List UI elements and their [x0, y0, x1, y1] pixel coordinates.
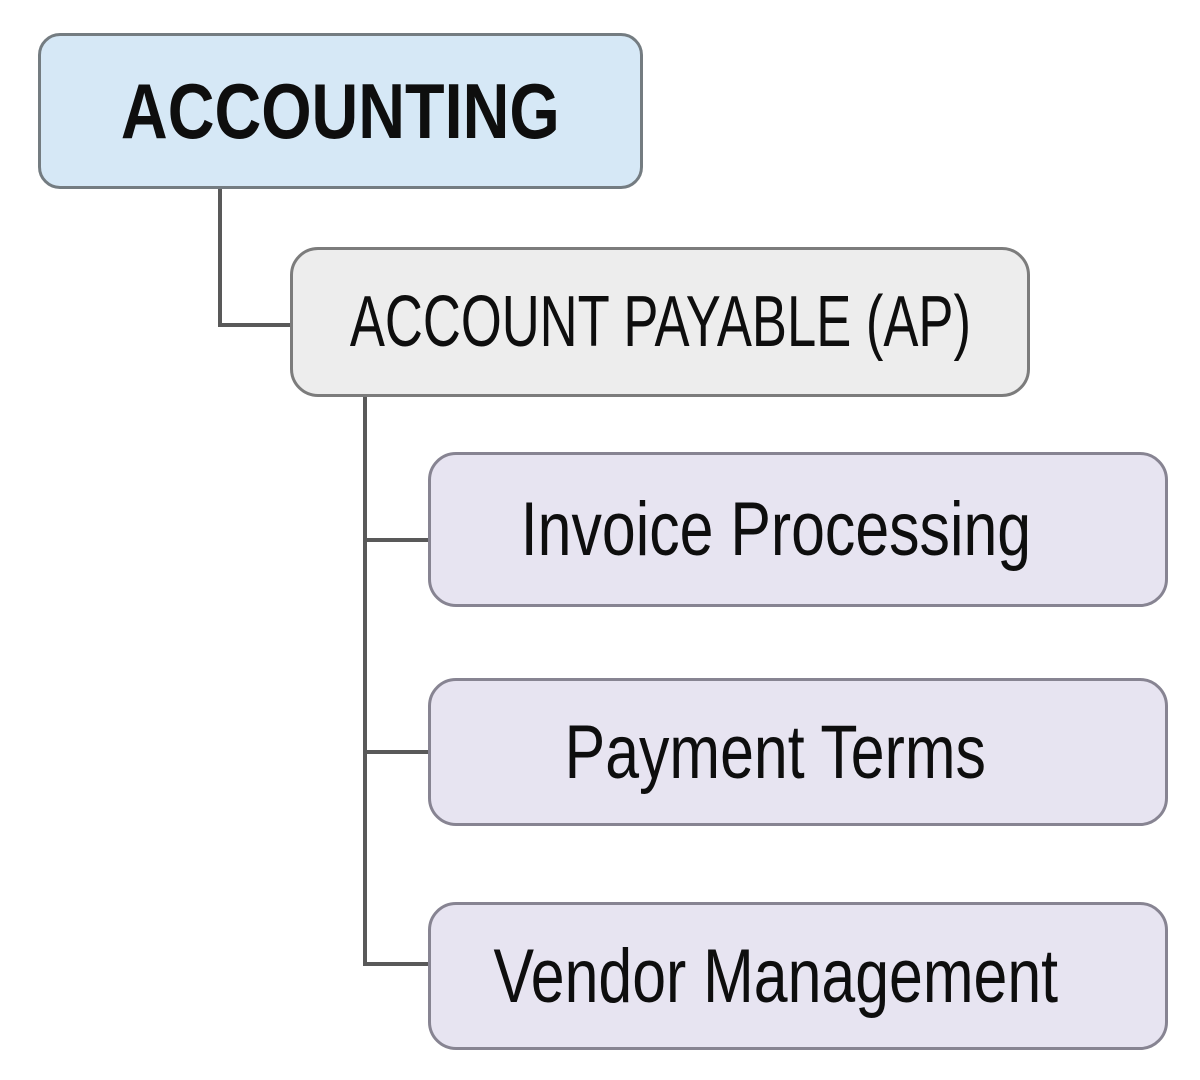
- node-invoice-processing-label: Invoice Processing: [520, 487, 1031, 572]
- node-account-payable-label: ACCOUNT PAYABLE (AP): [349, 282, 971, 362]
- node-accounting: ACCOUNTING: [38, 33, 643, 189]
- connector-accounting-to-ap-horizontal: [218, 323, 292, 327]
- connector-ap-trunk-vertical: [363, 397, 367, 966]
- node-account-payable: ACCOUNT PAYABLE (AP): [290, 247, 1030, 397]
- node-vendor-management-label: Vendor Management: [493, 933, 1058, 1019]
- node-vendor-management: Vendor Management: [428, 902, 1168, 1050]
- node-invoice-processing: Invoice Processing: [428, 452, 1168, 607]
- node-payment-terms-label: Payment Terms: [564, 709, 987, 795]
- node-accounting-label: ACCOUNTING: [121, 66, 560, 155]
- connector-ap-to-invoice-processing: [363, 538, 430, 542]
- connector-ap-to-payment-terms: [363, 750, 430, 754]
- connector-accounting-to-ap-vertical: [218, 189, 222, 327]
- node-payment-terms: Payment Terms: [428, 678, 1168, 826]
- connector-ap-to-vendor-management: [363, 962, 430, 966]
